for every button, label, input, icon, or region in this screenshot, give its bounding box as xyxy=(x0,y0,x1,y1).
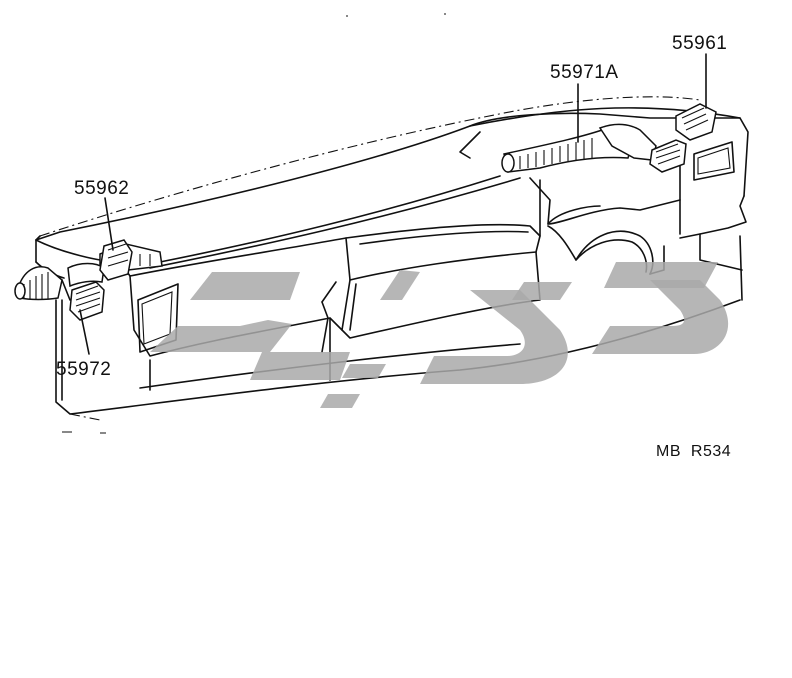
leader-lines xyxy=(79,53,707,355)
callout-55962: 55962 xyxy=(74,178,129,199)
reference-code: MB R534 xyxy=(656,443,731,460)
watermark-logo xyxy=(150,262,729,408)
duct-55971a xyxy=(501,123,657,173)
nozzle-55961 xyxy=(649,103,717,173)
duct-left xyxy=(14,239,163,321)
callout-55972: 55972 xyxy=(56,359,111,380)
callout-55961: 55961 xyxy=(672,33,727,54)
instrument-panel xyxy=(35,13,749,434)
callout-55971a: 55971A xyxy=(550,62,619,83)
